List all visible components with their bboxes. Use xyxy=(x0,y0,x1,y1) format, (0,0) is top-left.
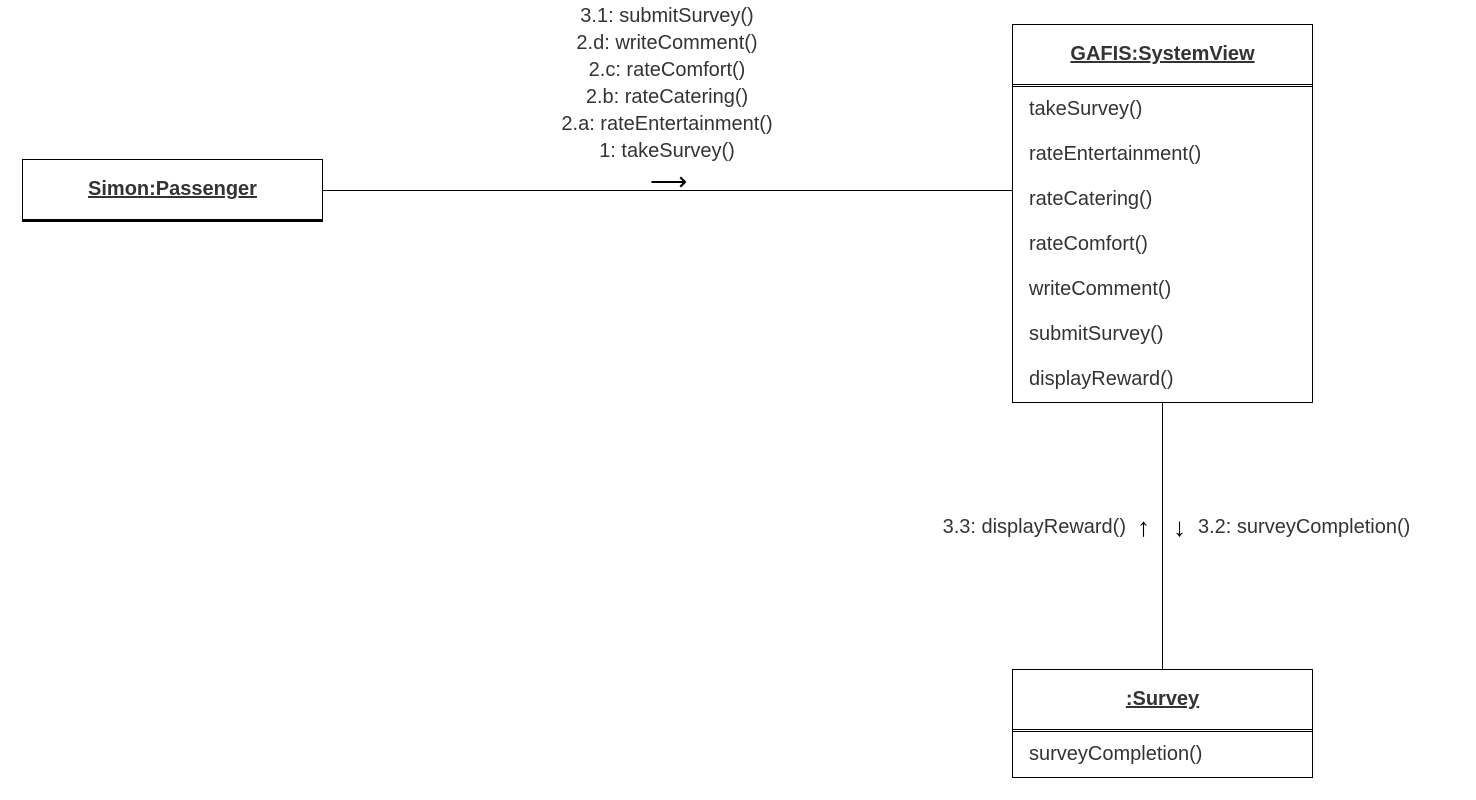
operation-rate-catering: rateCatering() xyxy=(1029,188,1153,210)
message-display-reward: 3.3: displayReward() xyxy=(942,516,1126,538)
operation-submit-survey: submitSurvey() xyxy=(1029,323,1164,345)
passenger-object[interactable]: Simon:Passenger xyxy=(22,159,323,220)
operation-rate-comfort: rateComfort() xyxy=(1029,233,1148,255)
message-rate-comfort: 2.c: rateComfort() xyxy=(588,59,746,81)
down-arrow-icon: ↓ xyxy=(1173,512,1186,542)
operation-write-comment: writeComment() xyxy=(1029,278,1172,300)
operation-take-survey: takeSurvey() xyxy=(1029,98,1143,120)
passenger-object-name: Simon:Passenger xyxy=(88,178,257,200)
survey-object[interactable]: :Survey surveyCompletion() xyxy=(1012,669,1313,778)
system-survey-link xyxy=(1162,402,1163,670)
survey-object-name: :Survey xyxy=(1013,670,1312,732)
operation-survey-completion: surveyCompletion() xyxy=(1029,743,1203,765)
passenger-system-link xyxy=(322,190,1013,191)
passenger-object-shadow xyxy=(22,219,323,222)
system-view-object[interactable]: GAFIS:SystemView takeSurvey() rateEntert… xyxy=(1012,24,1313,403)
system-view-object-name: GAFIS:SystemView xyxy=(1013,25,1312,87)
message-rate-catering: 2.b: rateCatering() xyxy=(585,86,749,108)
passenger-system-messages: 3.1: submitSurvey() 2.d: writeComment() … xyxy=(480,3,854,165)
message-submit-survey: 3.1: submitSurvey() xyxy=(580,5,754,27)
right-arrow-icon: ⟶ xyxy=(650,166,688,196)
message-write-comment: 2.d: writeComment() xyxy=(576,32,758,54)
message-take-survey: 1: takeSurvey() xyxy=(599,140,735,162)
operation-rate-entertainment: rateEntertainment() xyxy=(1029,143,1202,165)
message-survey-completion: 3.2: surveyCompletion() xyxy=(1198,516,1411,538)
message-rate-entertainment: 2.a: rateEntertainment() xyxy=(561,113,773,135)
system-view-operations: takeSurvey() rateEntertainment() rateCat… xyxy=(1013,87,1312,402)
operation-display-reward: displayReward() xyxy=(1029,368,1174,390)
up-arrow-icon: ↑ xyxy=(1137,512,1150,542)
